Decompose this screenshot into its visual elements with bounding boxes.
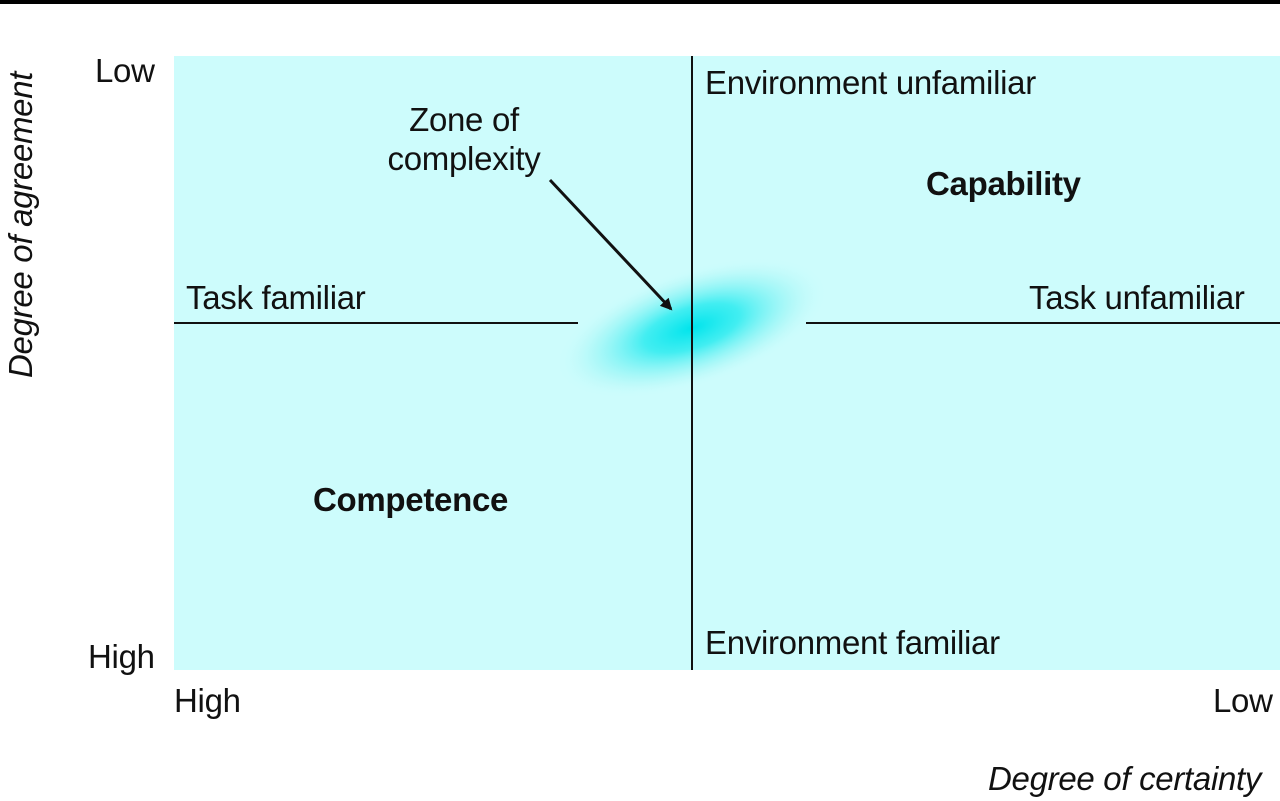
environment-familiar-label: Environment familiar [705,624,1000,661]
x-axis-title: Degree of certainty [988,760,1262,797]
capability-label: Capability [926,165,1081,202]
competence-label: Competence [313,481,509,518]
top-rule [0,0,1280,4]
y-axis-low-label: Low [95,52,155,89]
y-axis-title: Degree of agreement [2,71,39,378]
x-axis-low-label: Low [1213,682,1273,719]
zone-label-line1: Zone of [409,101,519,138]
x-axis-high-label: High [174,682,241,719]
y-axis-high-label: High [88,638,155,675]
zone-label-line2: complexity [387,140,541,177]
horizontal-divider-left [174,322,578,324]
environment-unfamiliar-label: Environment unfamiliar [705,64,1036,101]
vertical-divider [691,56,693,670]
task-unfamiliar-label: Task unfamiliar [1029,279,1245,316]
horizontal-divider-right [806,322,1280,324]
task-familiar-label: Task familiar [186,279,366,316]
plot-area [174,56,1280,670]
